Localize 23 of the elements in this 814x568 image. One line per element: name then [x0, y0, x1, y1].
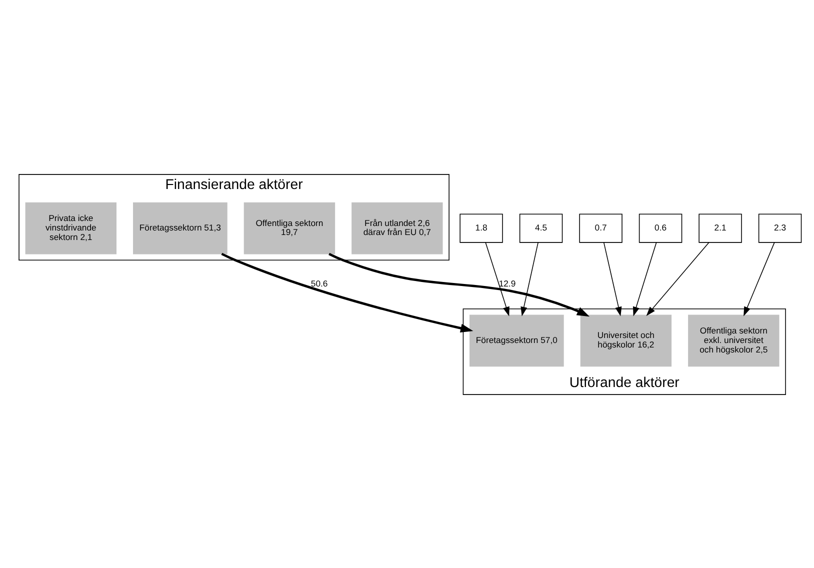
arrow — [603, 242, 622, 316]
node-box: Företagssektorn 57,0 — [470, 314, 564, 366]
node-box: 0.7 — [579, 213, 622, 242]
arrow — [485, 242, 510, 316]
arrow — [520, 242, 538, 316]
node-box: Universitet och högskolor 16,2 — [580, 314, 672, 366]
edge-label: 50.6 — [310, 278, 328, 288]
node-box: Offentliga sektorn 19,7 — [244, 202, 336, 254]
arrow — [646, 242, 710, 316]
node-box: 2.3 — [758, 213, 802, 242]
edge-label: 12.9 — [498, 278, 516, 288]
arrow — [632, 242, 657, 316]
node-box: 1.8 — [460, 213, 503, 242]
node-box: 2.1 — [698, 213, 742, 242]
node-box: Privata icke vinstdrivande sektorn 2,1 — [25, 202, 116, 254]
node-box: 4.5 — [519, 213, 563, 242]
arrow — [221, 252, 474, 332]
node-box: Offentliga sektorn exkl. universitet och högskolor 2,5 — [688, 314, 780, 366]
node-box: 0.6 — [638, 213, 682, 242]
arrow — [328, 252, 590, 316]
node-box: Från utlandet 2,6 därav från EU 0,7 — [352, 202, 443, 254]
arrow — [744, 242, 775, 316]
node-box: Företagssektorn 51,3 — [133, 202, 228, 254]
